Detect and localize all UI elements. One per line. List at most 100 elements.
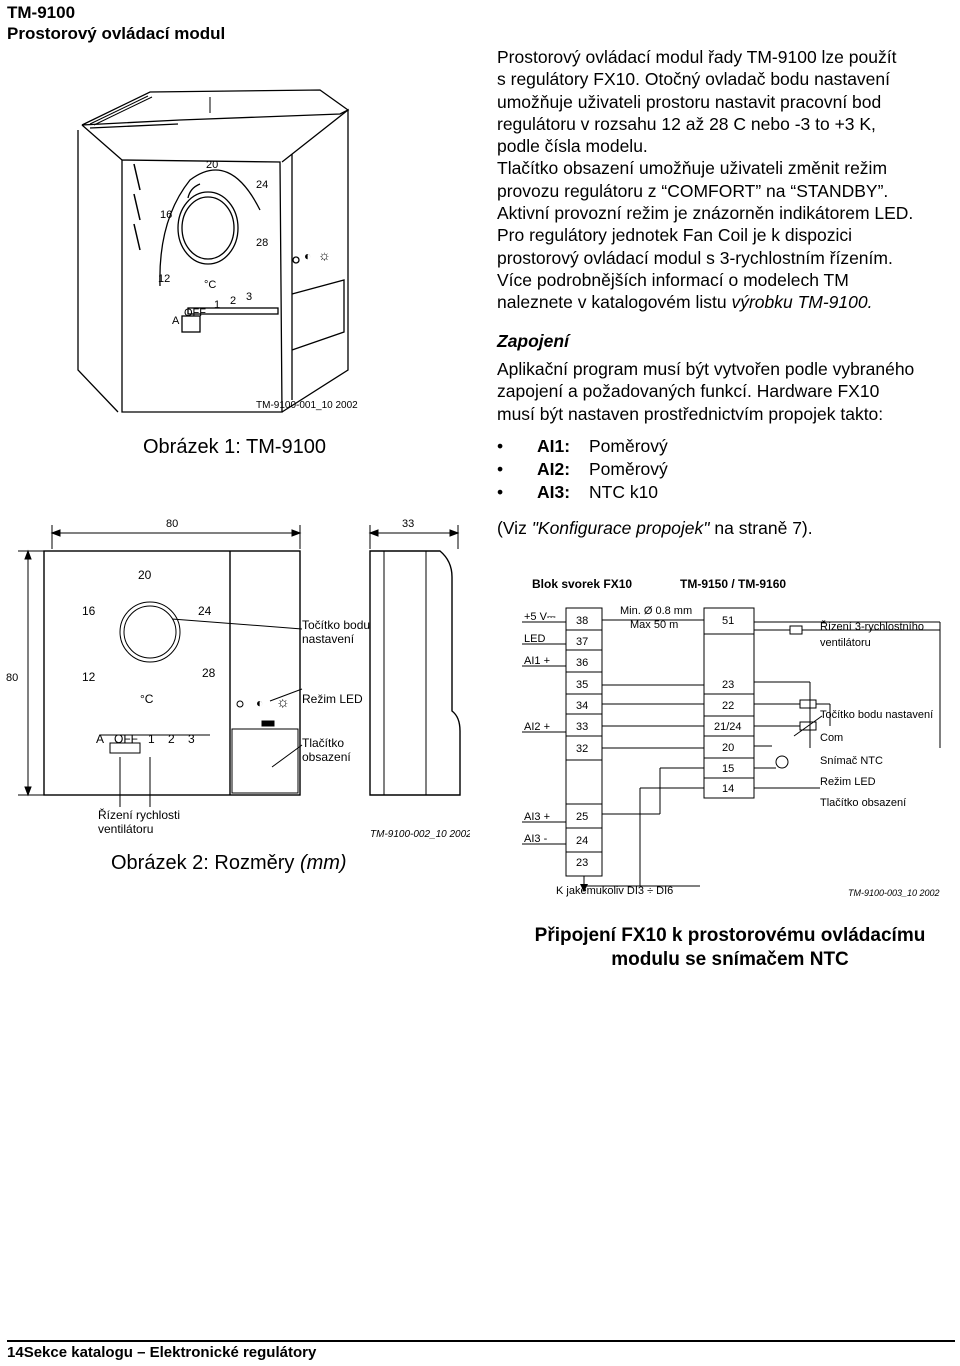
terminal-number: 33 xyxy=(576,721,588,733)
fan-label: Řízení 3-rychlostního xyxy=(820,620,924,633)
figure3-code: TM-9100-003_10 2002 xyxy=(848,888,940,898)
signal-label: Tlačítko obsazení xyxy=(820,797,906,809)
terminal-number: 15 xyxy=(722,763,734,775)
signal-label: Točítko bodu nastavení xyxy=(820,709,933,721)
terminal-number: 37 xyxy=(576,636,588,648)
dial-label: 28 xyxy=(256,237,268,249)
callout-fan: Řízení rychlosti xyxy=(98,807,180,822)
footer: 14Sekce katalogu – Elektronické reguláto… xyxy=(7,1344,316,1361)
page-number: 14 xyxy=(7,1344,24,1361)
dial-label: 12 xyxy=(158,273,170,285)
terminal-number: 23 xyxy=(722,679,734,691)
led-icon: ◐ xyxy=(304,249,311,263)
list-item: •AI1:Poměrový xyxy=(497,436,668,456)
dim-height: 80 xyxy=(6,672,18,684)
footer-rule xyxy=(7,1340,955,1342)
unit-label: °C xyxy=(204,279,216,291)
intro-line: provozu regulátoru z “COMFORT” na “STAND… xyxy=(497,180,889,201)
dial-label: 12 xyxy=(82,670,96,684)
zapojeni-line: musí být nastaven prostřednictvím propoj… xyxy=(497,403,884,424)
intro-line: naleznete v katalogovém listu výrobku TM… xyxy=(497,292,873,313)
figure-device-isometric: 20 24 16 28 12 °C A OFF 1 2 3 ◐ ☼ xyxy=(77,89,350,413)
list-item: •AI2:Poměrový xyxy=(497,459,668,479)
signal-label: Com xyxy=(820,732,843,744)
wire-spec: Max 50 m xyxy=(630,619,678,631)
fan-label: ventilátoru xyxy=(820,637,871,649)
zapojeni-line: Aplikační program musí být vytvořen podl… xyxy=(497,359,915,379)
intro-line: podle čísla modelu. xyxy=(497,136,648,157)
terminal-block-title: Blok svorek FX10 xyxy=(532,577,632,591)
terminal-label: AI2 + xyxy=(524,721,550,733)
footer-text: Sekce katalogu – Elektronické regulátory xyxy=(23,1344,317,1361)
terminal-number: 22 xyxy=(722,700,734,712)
dial-label: 24 xyxy=(198,604,212,618)
intro-line: s regulátory FX10. Otočný ovladač bodu n… xyxy=(497,69,891,90)
switch-label: 2 xyxy=(168,732,175,746)
terminal-number: 23 xyxy=(576,857,588,869)
switch-label: 3 xyxy=(246,291,252,303)
intro-italic: výrobku TM-9100. xyxy=(731,292,873,313)
unit-label: °C xyxy=(140,692,154,706)
dial-label: 20 xyxy=(206,159,218,171)
switch-label: A xyxy=(172,315,180,327)
dial-label: 20 xyxy=(138,568,152,582)
figure3-caption: Připojení FX10 k prostorovému ovládacímu… xyxy=(534,925,926,970)
switch-label: OFF xyxy=(184,307,206,319)
intro-line: Tlačítko obsazení umožňuje uživateli změ… xyxy=(497,158,888,179)
callout-button: obsazení xyxy=(302,750,351,764)
callout-knob: Točítko bodu xyxy=(302,618,370,632)
dial-label: 16 xyxy=(160,209,172,221)
zapojeni-paragraph: Aplikační program musí být vytvořen podl… xyxy=(497,358,957,425)
switch-label: 1 xyxy=(214,299,220,311)
terminal-label: +5 V⎓ xyxy=(524,611,556,623)
wire-spec: Min. Ø 0.8 mm xyxy=(620,605,692,617)
dial-label: 24 xyxy=(256,179,268,191)
section-title: Zapojení xyxy=(497,331,569,351)
figure1-code: TM-9100-001_10 2002 xyxy=(256,400,358,411)
intro-line: regulátoru v rozsahu 12 až 28 C nebo -3 … xyxy=(497,113,876,134)
callout-button: Tlačítko xyxy=(302,736,344,750)
switch-label: OFF xyxy=(114,732,138,746)
intro-line: Prostorový ovládací modul řady TM-9100 l… xyxy=(497,47,897,67)
figure2-code: TM-9100-002_10 2002 xyxy=(370,829,470,840)
terminal-number: 24 xyxy=(576,835,588,847)
doc-subtitle: Prostorový ovládací modul xyxy=(7,24,226,43)
figure-wiring: Blok svorek FX10 TM-9150 / TM-9160 xyxy=(522,577,941,898)
terminal-number: 36 xyxy=(576,657,588,669)
terminal-number: 25 xyxy=(576,811,588,823)
doc-title: TM-9100 xyxy=(7,3,76,22)
list-item: •AI3:NTC k10 xyxy=(497,482,659,502)
module-title: TM-9150 / TM-9160 xyxy=(680,577,786,591)
dial-label: 28 xyxy=(202,666,216,680)
switch-label: A xyxy=(96,732,104,746)
terminal-number: 21/24 xyxy=(714,721,742,733)
doc-header: TM-9100 Prostorový ovládací modul xyxy=(7,2,225,44)
terminal-label: LED xyxy=(524,633,545,645)
callout-fan: ventilátoru xyxy=(98,822,153,836)
dial-label: 16 xyxy=(82,604,96,618)
terminal-number: 32 xyxy=(576,743,588,755)
signal-label: Snímač NTC xyxy=(820,755,883,767)
intro-line: umožňuje uživateli prostoru nastavit pra… xyxy=(497,91,882,112)
intro-line: Více podrobnějších informací o modelech … xyxy=(497,269,849,290)
intro-line: Aktivní provozní režim je znázorněn indi… xyxy=(497,203,914,224)
terminal-number: 38 xyxy=(576,615,588,627)
zapojeni-line: zapojení a požadovaných funkcí. Hardware… xyxy=(497,381,880,402)
intro-paragraph: Prostorový ovládací modul řady TM-9100 l… xyxy=(497,46,957,314)
signal-label: Režim LED xyxy=(820,776,876,788)
figure-dimensions: 80 33 80 20 16 24 12 28 °C A OFF 1 2 3 ◐… xyxy=(6,518,470,840)
led-icon: ◐ xyxy=(256,696,263,710)
terminal-number: 35 xyxy=(576,679,588,691)
figure2-caption: Obrázek 2: Rozměry (mm) xyxy=(111,852,347,874)
terminal-label: AI3 + xyxy=(524,811,550,823)
terminal-number: 14 xyxy=(722,783,734,795)
callout-led: Režim LED xyxy=(302,692,363,706)
dim-width: 80 xyxy=(166,518,178,530)
sun-icon: ☼ xyxy=(276,694,290,711)
switch-label: 1 xyxy=(148,732,155,746)
jumper-list: •AI1:Poměrový •AI2:Poměrový •AI3:NTC k10 xyxy=(497,435,668,504)
dim-depth: 33 xyxy=(402,518,414,530)
intro-line: Pro regulátory jednotek Fan Coil je k di… xyxy=(497,225,853,246)
terminal-number: 51 xyxy=(722,615,734,627)
switch-label: 3 xyxy=(188,732,195,746)
